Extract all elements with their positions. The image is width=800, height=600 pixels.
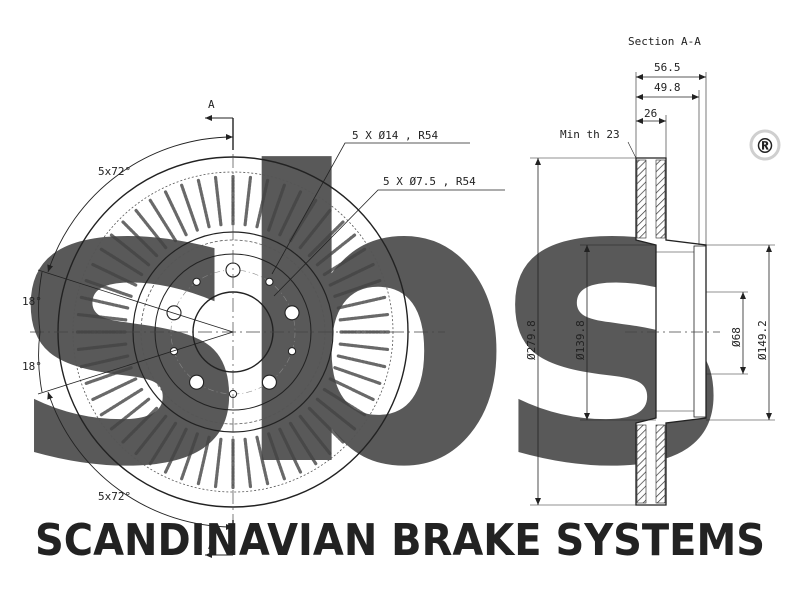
angle-label-top: 5x72° [98,165,131,178]
dim-friction-diameter: Ø139.8 [574,320,587,360]
angle-arc-top [47,134,234,273]
small-hole [287,347,297,356]
vent-slot [298,414,332,456]
vent-slot [338,312,390,322]
bolt-hole [189,374,205,390]
vent-slot [79,354,130,369]
vent-slot [76,312,128,322]
watermark-logo: sbs [10,90,719,555]
vent-slot [322,247,367,277]
vent-slot [336,295,387,310]
min-thickness-leader [627,141,637,159]
vent-slot [255,435,270,486]
dim-hat-diameter: Ø149.2 [756,320,769,360]
vent-slot [243,175,253,227]
section-marker-top: A [208,98,215,111]
vent-slot [288,421,318,466]
angle-label-upper-left: 18° [22,295,42,308]
vent-slot [255,178,270,229]
vent-slot [333,366,382,386]
angle-arc-upper-left [38,271,43,333]
company-name-watermark: SCANDINAVIAN BRAKE SYSTEMS [35,515,765,566]
vent-slot [328,262,376,287]
vent-slot [338,342,390,352]
disc-front-view: A A 5x72° 5x72° 18° 18° 5 X Ø14 , R54 5 … [22,98,505,558]
vent-slot [84,278,133,298]
small-hole [265,277,274,286]
vent-slot [79,295,130,310]
vent-slot [328,377,376,402]
hatch-upper-inner-face [655,159,666,239]
hat-wall [693,245,707,418]
vent-slot [278,189,303,237]
registered-mark: ® [755,134,775,158]
dim-bore-diameter: Ø68 [730,327,743,347]
bolt-hole [261,374,277,390]
vent-slot [298,208,332,250]
hatch-lower-outer-face [636,424,647,504]
vent-slot [315,397,357,431]
vent-slot [322,387,367,417]
vent-slot [278,427,303,475]
dim-outer-diameter: Ø279.8 [525,320,538,360]
bolt-hole [166,305,182,321]
section-marker-bottom: A [208,539,215,552]
section-title: Section A-A [628,35,701,48]
vent-slot [84,366,133,386]
angle-label-bottom: 5x72° [98,490,131,503]
registered-circle [749,129,781,161]
angle-arc-lower-left [38,331,43,393]
vent-slot [307,406,345,444]
vent-slot [307,220,345,258]
vent-slot [243,437,253,489]
hatch-upper-outer-face [636,159,647,239]
angle-label-lower-left: 18° [22,360,42,373]
min-thickness-label: Min th 23 [560,128,620,141]
callout-large-holes: 5 X Ø14 , R54 [352,129,438,142]
section-view: Section A-A 56.5 49.8 26 Min th 23 Ø279.… [525,35,775,506]
dim-width-total: 56.5 [654,61,681,74]
vent-slot [333,278,382,298]
vent-slot [267,183,287,232]
callout-leader-large-holes [271,142,470,275]
small-hole [192,277,201,286]
angle-ray-lower [37,331,234,395]
angle-ray-upper [37,269,234,333]
angle-arc-bottom [47,391,234,530]
vent-slot [315,233,357,267]
callout-leader-small-holes [273,189,505,297]
vent-slot [267,432,287,481]
dim-width-hat: 49.8 [654,81,681,94]
callout-small-holes: 5 X Ø7.5 , R54 [383,175,476,188]
bolt-hole [284,305,300,321]
vent-slot [76,342,128,352]
vent-slot [336,354,387,369]
small-hole [169,347,179,356]
hatch-lower-inner-face [655,424,666,504]
dim-thickness: 26 [644,107,657,120]
